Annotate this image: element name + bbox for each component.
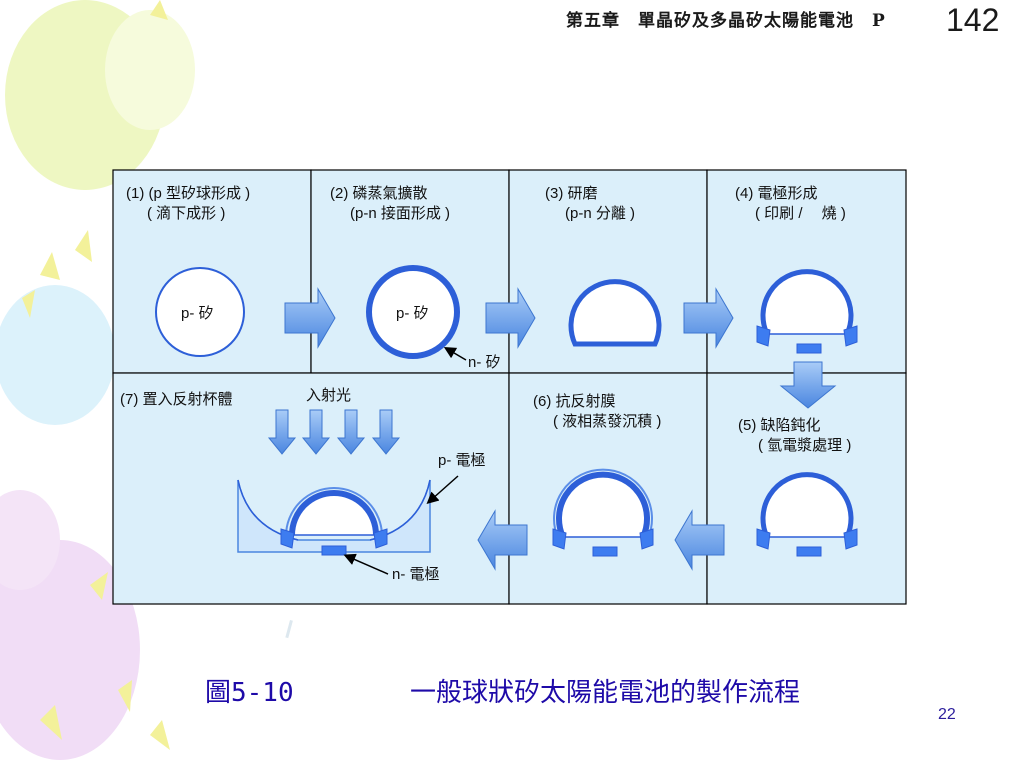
diffused-sphere [366, 265, 460, 359]
step-7-label: (7) 置入反射杯體 [120, 391, 233, 408]
incident-light-arrows [267, 409, 401, 455]
passivated-sphere [756, 472, 858, 557]
flow-arrow-3-to-4 [683, 287, 734, 349]
chapter-title: 第五章 單晶矽及多晶矽太陽能電池 P [566, 11, 886, 31]
flow-arrow-6-to-7 [477, 509, 528, 571]
electrode-sphere [756, 269, 858, 354]
n-si-pointer [443, 346, 467, 361]
cell-in-cup [280, 487, 388, 556]
ar-coated-sphere [552, 468, 654, 557]
flow-arrow-4-to-5 [779, 361, 837, 409]
step-2-label: (2) 磷蒸氣擴散 (p-n 接面形成 ) [330, 185, 451, 222]
figure-title: 一般球狀矽太陽能電池的製作流程 [410, 678, 801, 708]
flow-arrow-5-to-6 [674, 509, 725, 571]
p-silicon-sphere [155, 267, 245, 357]
flow-arrow-2-to-3 [485, 287, 536, 349]
ground-sphere [568, 279, 662, 347]
step-3-label: (3) 研磨 (p-n 分離 ) [545, 185, 636, 222]
p-electrode-label: p- 電極 [438, 452, 486, 469]
step-4-label: (4) 電極形成 ( 印刷 / 燒 ) [735, 185, 846, 222]
flow-arrow-1-to-2 [284, 287, 336, 349]
incident-light-label: 入射光 [306, 387, 352, 404]
figure-number: 圖5-10 [205, 678, 294, 708]
n-electrode-pointer [343, 553, 389, 575]
balloon-purple [0, 540, 140, 760]
p-si-label-step1: p- 矽 [181, 305, 214, 322]
p-si-label-step2: p- 矽 [396, 305, 429, 322]
n-electrode-label: n- 電極 [392, 566, 440, 583]
p-electrode-pointer [426, 475, 459, 504]
slide-number: 22 [938, 706, 956, 723]
step-6-label: (6) 抗反射膜 ( 液相蒸發沉積 ) [533, 393, 662, 430]
balloon-blue [0, 285, 115, 425]
step-1-label: (1) (p 型矽球形成 ) ( 滴下成形 ) [126, 185, 251, 222]
page-number: 142 [946, 2, 1000, 38]
step-5-label: (5) 缺陷鈍化 ( 氫電漿處理 ) [738, 417, 852, 454]
n-si-label: n- 矽 [468, 354, 501, 371]
